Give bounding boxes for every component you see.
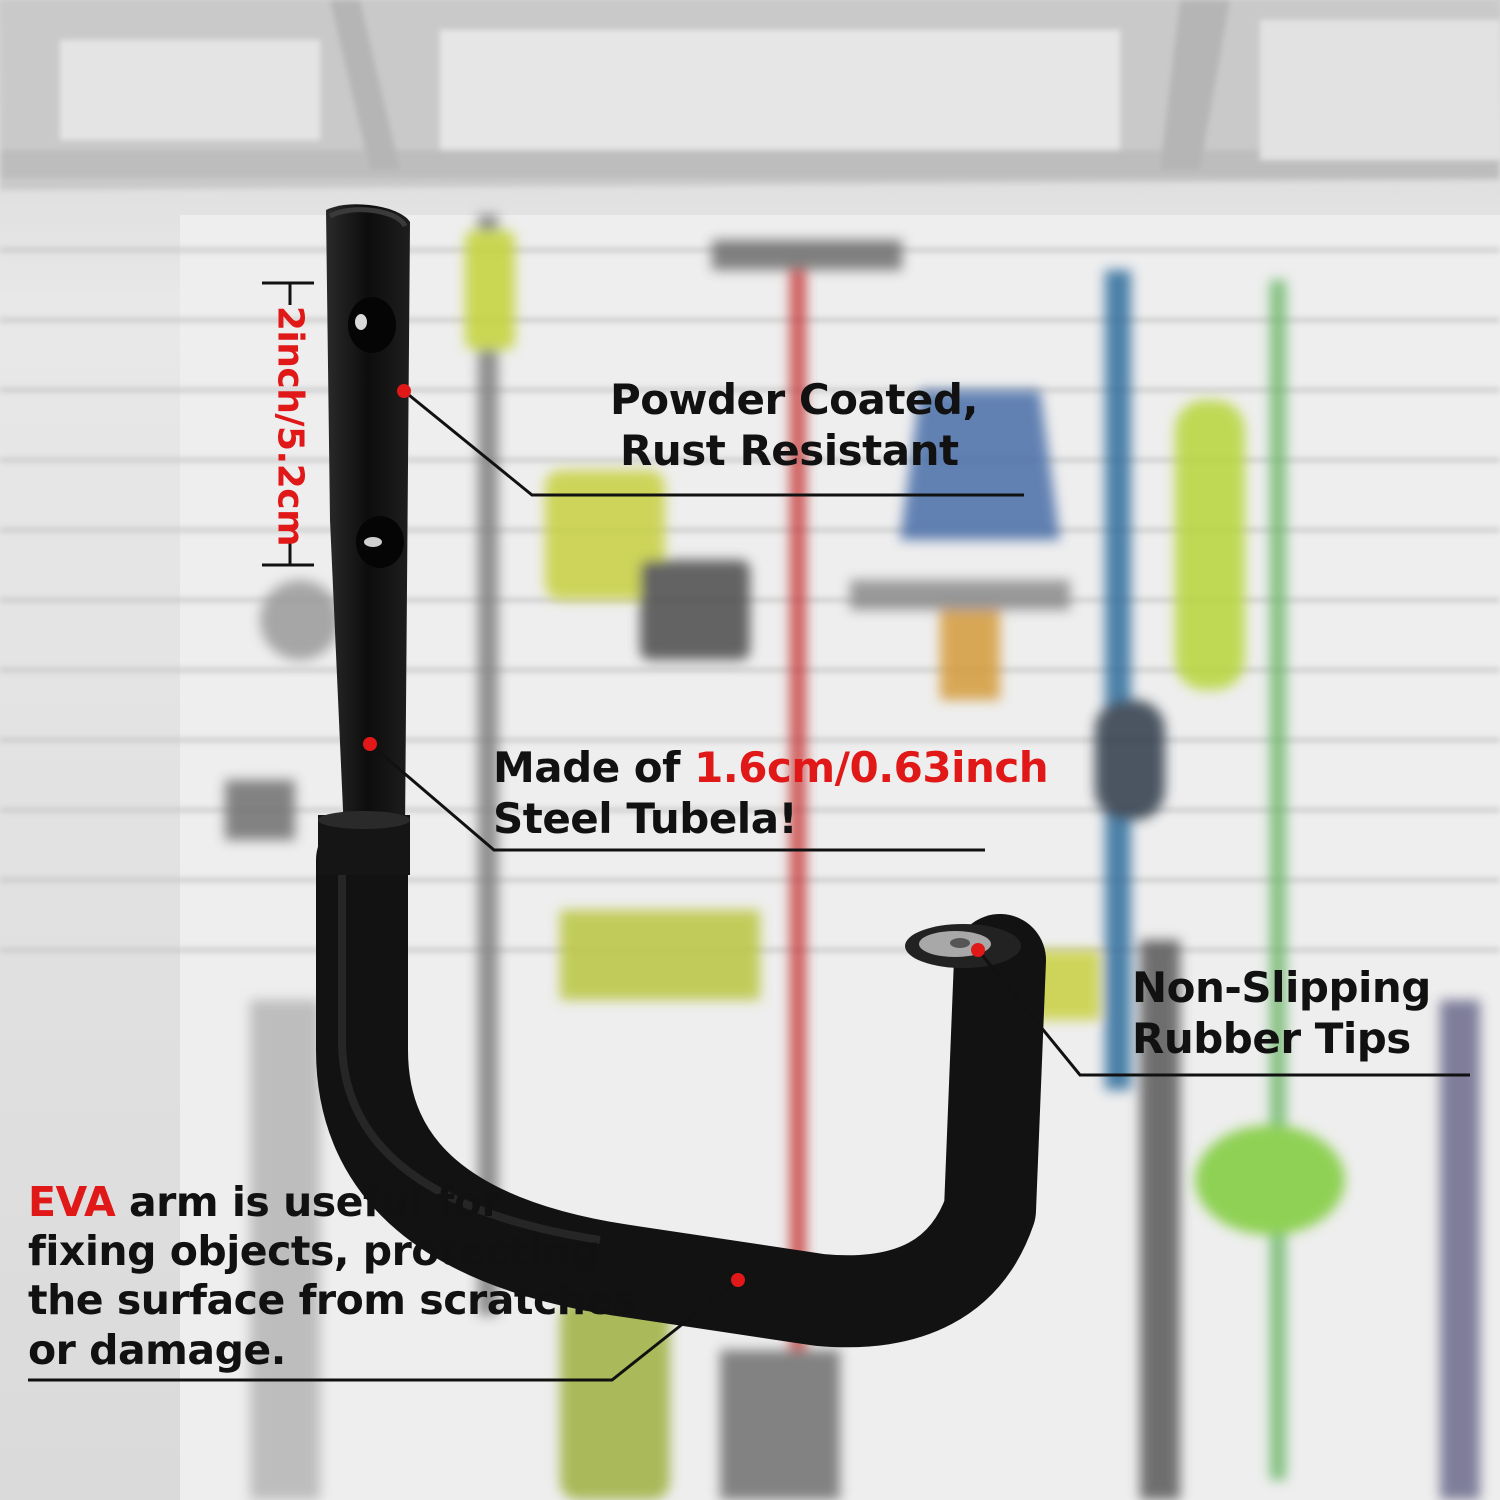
screw-hole-icon xyxy=(356,516,404,568)
screw-hole-icon xyxy=(348,297,396,353)
callout-text: Rubber Tips xyxy=(1132,1014,1411,1064)
callout-text: or damage. xyxy=(28,1325,286,1374)
callout-rubber-tips: Non-Slipping Rubber Tips xyxy=(1132,962,1431,1064)
callout-dots xyxy=(363,384,985,1287)
hook xyxy=(316,204,1046,1348)
callout-text: Non-Slipping xyxy=(1132,963,1431,1012)
callout-powder-coated: Powder Coated, Rust Resistant xyxy=(610,374,978,476)
callout-text: Rust Resistant xyxy=(620,426,959,476)
callout-eva-arm: EVA arm is useful for fixing objects, pr… xyxy=(28,1178,637,1375)
callout-highlight: 1.6cm/0.63inch xyxy=(694,743,1049,792)
callout-lines xyxy=(28,389,1470,1382)
callout-text: Made of xyxy=(493,743,695,792)
callout-text: arm is useful for xyxy=(115,1178,502,1226)
ceiling-beams xyxy=(0,0,1500,190)
callout-text: fixing objects, protecting xyxy=(28,1227,600,1276)
dimension-text: 2inch/5.2cm xyxy=(269,305,311,547)
callout-steel-tube: Made of 1.6cm/0.63inch Steel Tubela! xyxy=(493,742,1049,844)
blurred-tools xyxy=(225,215,1480,1500)
callout-text: the surface from scratches xyxy=(28,1276,637,1325)
callout-highlight: EVA xyxy=(28,1178,116,1226)
callout-text: Steel Tubela! xyxy=(493,794,798,844)
callout-text: Powder Coated, xyxy=(610,375,978,424)
dimension-marker xyxy=(262,281,314,567)
